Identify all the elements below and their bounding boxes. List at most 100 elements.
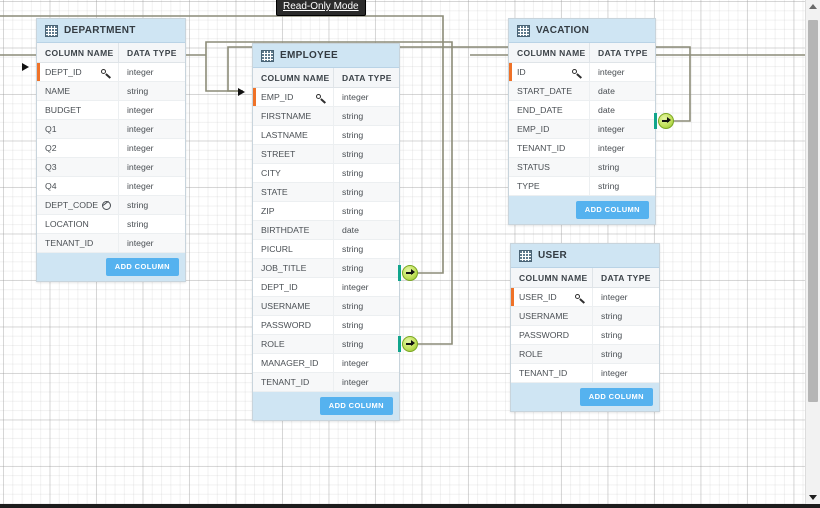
data-type-cell[interactable]: string — [342, 149, 364, 159]
column-row[interactable]: PICURL string — [253, 240, 399, 259]
column-row[interactable]: PASSWORD string — [253, 316, 399, 335]
column-name-cell[interactable]: LOCATION — [37, 215, 119, 233]
data-type-cell[interactable]: string — [342, 339, 364, 349]
column-row[interactable]: DEPT_CODE string — [37, 196, 185, 215]
column-row[interactable]: USERNAME string — [253, 297, 399, 316]
data-type-cell[interactable]: string — [601, 330, 623, 340]
fk-anchor-vacation-emp-id[interactable] — [654, 112, 680, 130]
column-name-cell[interactable]: ZIP — [253, 202, 334, 220]
column-row[interactable]: ZIP string — [253, 202, 399, 221]
entity-title-bar[interactable]: USER — [511, 244, 659, 268]
add-column-button[interactable]: ADD COLUMN — [575, 201, 649, 219]
data-type-cell[interactable]: integer — [127, 181, 154, 191]
column-name-cell[interactable]: ROLE — [253, 335, 334, 353]
data-type-cell[interactable]: integer — [127, 143, 154, 153]
column-name-cell[interactable]: START_DATE — [509, 82, 590, 100]
add-column-button[interactable]: ADD COLUMN — [105, 258, 179, 276]
column-row[interactable]: TENANT_ID integer — [37, 234, 185, 253]
column-name-cell[interactable]: ROLE — [511, 345, 593, 363]
data-type-cell[interactable]: integer — [598, 67, 625, 77]
column-name-cell[interactable]: Q1 — [37, 120, 119, 138]
column-name-cell[interactable]: USERNAME — [511, 307, 593, 325]
data-type-cell[interactable]: string — [127, 200, 149, 210]
data-type-cell[interactable]: string — [601, 349, 623, 359]
column-row[interactable]: STATUS string — [509, 158, 655, 177]
column-name-cell[interactable]: TENANT_ID — [511, 364, 593, 382]
scroll-up-arrow-icon[interactable] — [809, 4, 817, 9]
data-type-cell[interactable]: string — [342, 168, 364, 178]
data-type-cell[interactable]: integer — [342, 377, 369, 387]
column-name-cell[interactable]: STREET — [253, 145, 334, 163]
add-column-button[interactable]: ADD COLUMN — [579, 388, 653, 406]
data-type-cell[interactable]: string — [342, 301, 364, 311]
data-type-cell[interactable]: string — [127, 219, 149, 229]
data-type-cell[interactable]: string — [342, 320, 364, 330]
column-name-cell[interactable]: USER_ID — [511, 288, 593, 306]
column-row[interactable]: Q1 integer — [37, 120, 185, 139]
column-name-cell[interactable]: JOB_TITLE — [253, 259, 334, 277]
data-type-cell[interactable]: string — [127, 86, 149, 96]
vertical-scrollbar-thumb[interactable] — [808, 20, 818, 402]
column-name-cell[interactable]: CITY — [253, 164, 334, 182]
data-type-cell[interactable]: string — [342, 206, 364, 216]
data-type-cell[interactable]: integer — [127, 162, 154, 172]
column-row[interactable]: MANAGER_ID integer — [253, 354, 399, 373]
column-name-cell[interactable]: MANAGER_ID — [253, 354, 334, 372]
column-name-cell[interactable]: PASSWORD — [253, 316, 334, 334]
data-type-cell[interactable]: integer — [342, 358, 369, 368]
data-type-cell[interactable]: integer — [127, 67, 154, 77]
data-type-cell[interactable]: string — [342, 187, 364, 197]
column-name-cell[interactable]: Q4 — [37, 177, 119, 195]
data-type-cell[interactable]: string — [598, 181, 620, 191]
data-type-cell[interactable]: string — [598, 162, 620, 172]
entity-title-bar[interactable]: VACATION — [509, 19, 655, 43]
column-name-cell[interactable]: DEPT_CODE — [37, 196, 119, 214]
column-name-cell[interactable]: DEPT_ID — [253, 278, 334, 296]
column-name-cell[interactable]: TENANT_ID — [37, 234, 119, 252]
column-name-cell[interactable]: TENANT_ID — [509, 139, 590, 157]
column-name-cell[interactable]: STATE — [253, 183, 334, 201]
column-name-cell[interactable]: LASTNAME — [253, 126, 334, 144]
data-type-cell[interactable]: string — [342, 130, 364, 140]
column-row[interactable]: BIRTHDATE date — [253, 221, 399, 240]
column-row[interactable]: ID integer — [509, 63, 655, 82]
column-name-cell[interactable]: PICURL — [253, 240, 334, 258]
column-name-cell[interactable]: STATUS — [509, 158, 590, 176]
column-row[interactable]: STREET string — [253, 145, 399, 164]
data-type-cell[interactable]: date — [598, 105, 615, 115]
data-type-cell[interactable]: date — [342, 225, 359, 235]
column-row[interactable]: TENANT_ID integer — [253, 373, 399, 392]
column-row[interactable]: Q4 integer — [37, 177, 185, 196]
vertical-scrollbar[interactable] — [805, 0, 820, 504]
column-name-cell[interactable]: USERNAME — [253, 297, 334, 315]
column-name-cell[interactable]: PASSWORD — [511, 326, 593, 344]
column-name-cell[interactable]: BIRTHDATE — [253, 221, 334, 239]
data-type-cell[interactable]: integer — [127, 124, 154, 134]
column-name-cell[interactable]: EMP_ID — [509, 120, 590, 138]
column-name-cell[interactable]: TENANT_ID — [253, 373, 334, 391]
column-name-cell[interactable]: BUDGET — [37, 101, 119, 119]
column-row[interactable]: LOCATION string — [37, 215, 185, 234]
data-type-cell[interactable]: integer — [127, 238, 154, 248]
column-row[interactable]: LASTNAME string — [253, 126, 399, 145]
column-name-cell[interactable]: NAME — [37, 82, 119, 100]
column-name-cell[interactable]: ID — [509, 63, 590, 81]
data-type-cell[interactable]: string — [342, 244, 364, 254]
column-name-cell[interactable]: END_DATE — [509, 101, 590, 119]
data-type-cell[interactable]: integer — [598, 124, 625, 134]
